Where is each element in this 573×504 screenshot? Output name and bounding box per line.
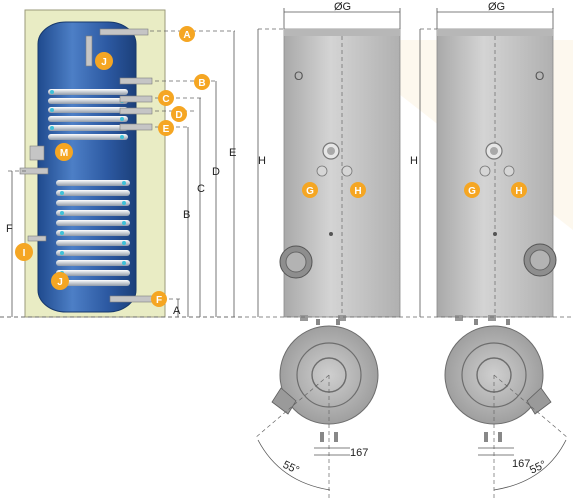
svg-text:B: B [198, 78, 205, 89]
dimension-label-d: D [212, 166, 220, 178]
angle-55-left: 55° [281, 459, 301, 477]
svg-text:A: A [183, 30, 190, 41]
badge-h-right: H [511, 182, 527, 198]
badge-a: A [179, 26, 195, 42]
top-view-right: 167 55° [444, 319, 569, 499]
svg-text:H: H [515, 186, 522, 197]
badge-m: M [55, 143, 73, 161]
badge-e: E [158, 120, 174, 136]
dimension-label-f: F [6, 223, 13, 235]
diameter-label-right: ØG [488, 1, 505, 13]
badge-f: F [151, 291, 167, 307]
svg-text:O: O [535, 69, 544, 83]
side-cutaway-view: A B C D E F A B C D E F J M I J [0, 9, 245, 318]
svg-text:D: D [175, 110, 182, 121]
svg-text:G: G [306, 186, 314, 197]
svg-text:E: E [163, 124, 170, 135]
svg-text:J: J [57, 277, 63, 288]
angle-55-right: 55° [528, 459, 548, 477]
svg-text:H: H [354, 186, 361, 197]
upper-coil [48, 89, 128, 140]
svg-text:F: F [156, 295, 162, 306]
badge-b: B [194, 74, 210, 90]
badge-g-left: G [302, 182, 318, 198]
svg-text:C: C [162, 94, 169, 105]
lower-coil [56, 180, 130, 286]
badge-i: I [15, 243, 33, 261]
svg-text:O: O [294, 69, 303, 83]
diameter-label-left: ØG [334, 1, 351, 13]
dimension-167-left: 167 [350, 447, 368, 459]
dimension-label-a: A [173, 305, 181, 317]
svg-text:J: J [101, 57, 107, 68]
badge-d: D [171, 106, 187, 122]
height-label-right: H [410, 155, 418, 167]
dimension-label-c: C [197, 183, 205, 195]
badge-j-bottom: J [51, 272, 69, 290]
height-label-left: H [258, 155, 266, 167]
top-view-left: 167 55° [254, 319, 379, 499]
dimension-label-b: B [183, 209, 190, 221]
dimension-label-e: E [229, 147, 236, 159]
badge-j-top: J [95, 52, 113, 70]
svg-text:I: I [23, 248, 26, 259]
front-view-left: O ØG H G H [257, 1, 401, 321]
badge-h-left: H [350, 182, 366, 198]
badge-c: C [158, 90, 174, 106]
badge-g-right: G [464, 182, 480, 198]
svg-text:G: G [468, 186, 476, 197]
svg-text:M: M [60, 148, 68, 159]
dimension-167-right: 167 [512, 458, 530, 470]
front-view-right: O ØG H G H [410, 1, 557, 321]
